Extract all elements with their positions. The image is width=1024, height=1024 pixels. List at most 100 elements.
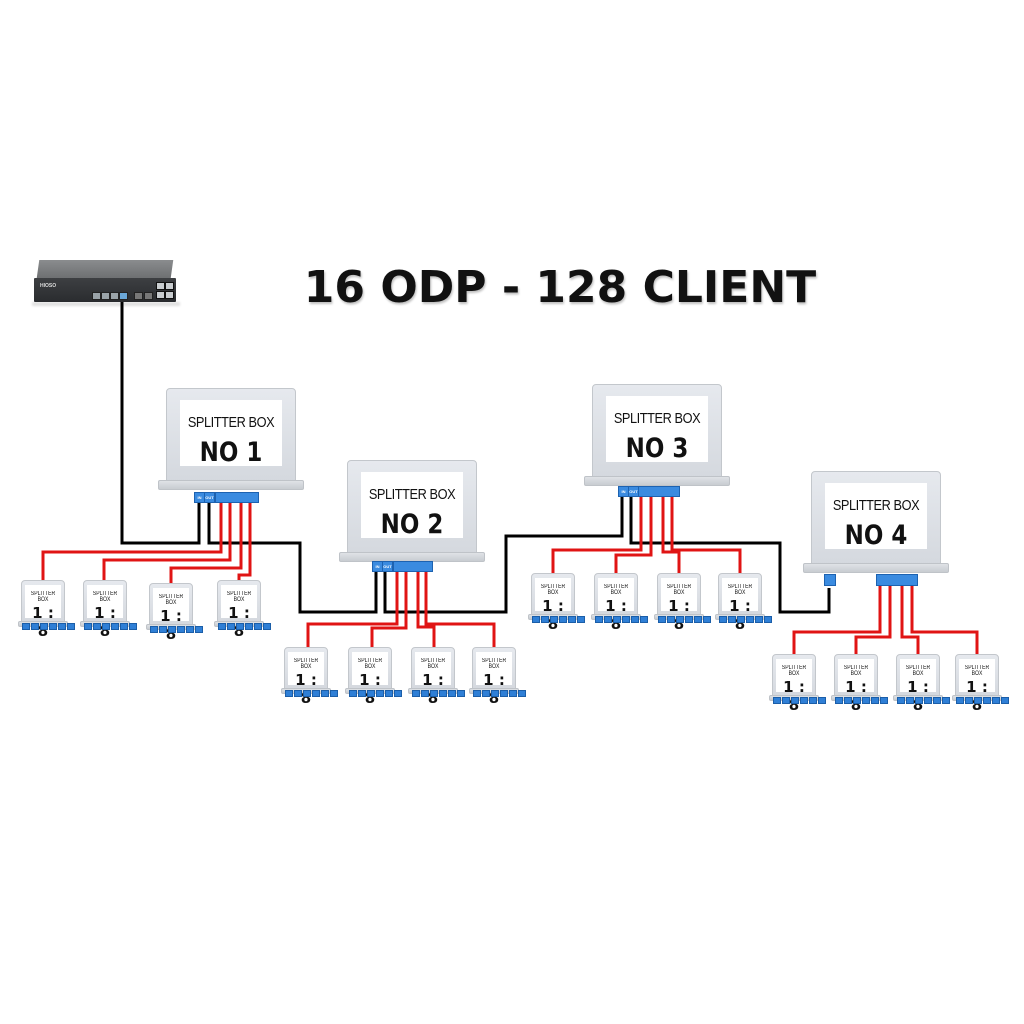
fiber-adapter xyxy=(312,690,320,697)
fiber-adapter xyxy=(974,697,982,704)
drop-no3-1 xyxy=(551,494,643,578)
fiber-adapter xyxy=(40,623,48,630)
fiber-adapter xyxy=(129,623,137,630)
adapter-row xyxy=(897,697,950,704)
fiber-adapter xyxy=(728,616,736,623)
trunk-olt-to-no1 xyxy=(120,294,201,545)
fiber-adapter xyxy=(559,616,567,623)
adapter-row xyxy=(412,690,465,697)
drop-no2-1 xyxy=(306,569,399,652)
fiber-adapter xyxy=(532,616,540,623)
fiber-adapter xyxy=(844,697,852,704)
fiber-adapter xyxy=(746,616,754,623)
fiber-adapter xyxy=(1001,697,1009,704)
olt-top-panel xyxy=(36,260,174,278)
fiber-adapter xyxy=(880,697,888,704)
fiber-adapter xyxy=(983,697,991,704)
drop-no4-1 xyxy=(792,583,882,659)
output-adapters-no3 xyxy=(638,486,680,497)
trunk-no1-to-no2 xyxy=(207,500,378,614)
drop-no2-2 xyxy=(370,569,408,652)
fiber-adapter xyxy=(719,616,727,623)
box-label-title: SPLITTER BOX xyxy=(226,591,252,603)
box-label-number: NO 1 xyxy=(199,437,263,468)
fiber-adapter xyxy=(58,623,66,630)
fiber-adapter xyxy=(303,690,311,697)
box-label-title: SPLITTER BOX xyxy=(727,584,753,596)
olt-rj45-port xyxy=(165,282,174,290)
fiber-adapter xyxy=(622,616,630,623)
fiber-adapter xyxy=(737,616,745,623)
box-label-number: NO 3 xyxy=(625,433,689,464)
fiber-adapter xyxy=(448,690,456,697)
box-label-title: SPLITTER BOX xyxy=(603,584,629,596)
fiber-adapter xyxy=(897,697,905,704)
adapter-row xyxy=(835,697,888,704)
box-label-ratio: 1 : 8 xyxy=(783,678,805,714)
fiber-adapter xyxy=(509,690,517,697)
fiber-adapter xyxy=(835,697,843,704)
box-label-title: SPLITTER BOX xyxy=(420,658,446,670)
fiber-adapter xyxy=(604,616,612,623)
fiber-adapter xyxy=(685,616,693,623)
drop-no3-3 xyxy=(661,494,681,578)
olt-front-panel: HIOSO xyxy=(34,278,176,302)
box-label-ratio: 1 : 8 xyxy=(228,604,250,640)
drop-no1-2 xyxy=(102,500,232,585)
fiber-adapter xyxy=(349,690,357,697)
splitter-box-no2: SPLITTER BOX NO 2 xyxy=(339,460,485,566)
port-in-no4 xyxy=(824,574,836,586)
fiber-adapter xyxy=(31,623,39,630)
fiber-adapter xyxy=(818,697,826,704)
box-label: SPLITTER BOX NO 1 xyxy=(180,400,282,468)
box-label-title: SPLITTER BOX xyxy=(832,497,920,514)
adapter-row xyxy=(773,697,826,704)
fiber-adapter xyxy=(67,623,75,630)
fiber-adapter xyxy=(457,690,465,697)
fiber-adapter xyxy=(263,623,271,630)
olt-sfp-port xyxy=(144,292,153,300)
fiber-adapter xyxy=(550,616,558,623)
box-label-title: SPLITTER BOX xyxy=(368,486,456,503)
drop-no2-3 xyxy=(416,569,436,652)
box-label-ratio: 1 : 8 xyxy=(483,671,505,707)
fiber-adapter xyxy=(755,616,763,623)
box-label-title: SPLITTER BOX xyxy=(905,665,931,677)
box-label-ratio: 1 : 8 xyxy=(668,597,690,633)
olt-pon-port xyxy=(101,292,110,300)
olt-pon-port xyxy=(92,292,101,300)
olt-rj45-port xyxy=(156,291,165,299)
fiber-adapter xyxy=(93,623,101,630)
box-label-title: SPLITTER BOX xyxy=(187,414,275,431)
fiber-adapter xyxy=(906,697,914,704)
fiber-adapter xyxy=(330,690,338,697)
fiber-adapter xyxy=(491,690,499,697)
fiber-adapter xyxy=(694,616,702,623)
diagram-title: 16 ODP - 128 CLIENT xyxy=(303,262,817,313)
fiber-adapter xyxy=(871,697,879,704)
box-label-title: SPLITTER BOX xyxy=(357,658,383,670)
box-label-ratio: 1 : 8 xyxy=(32,604,54,640)
olt-rj45-port xyxy=(165,291,174,299)
box-label-ratio: 1 : 8 xyxy=(422,671,444,707)
adapter-row xyxy=(218,623,271,630)
